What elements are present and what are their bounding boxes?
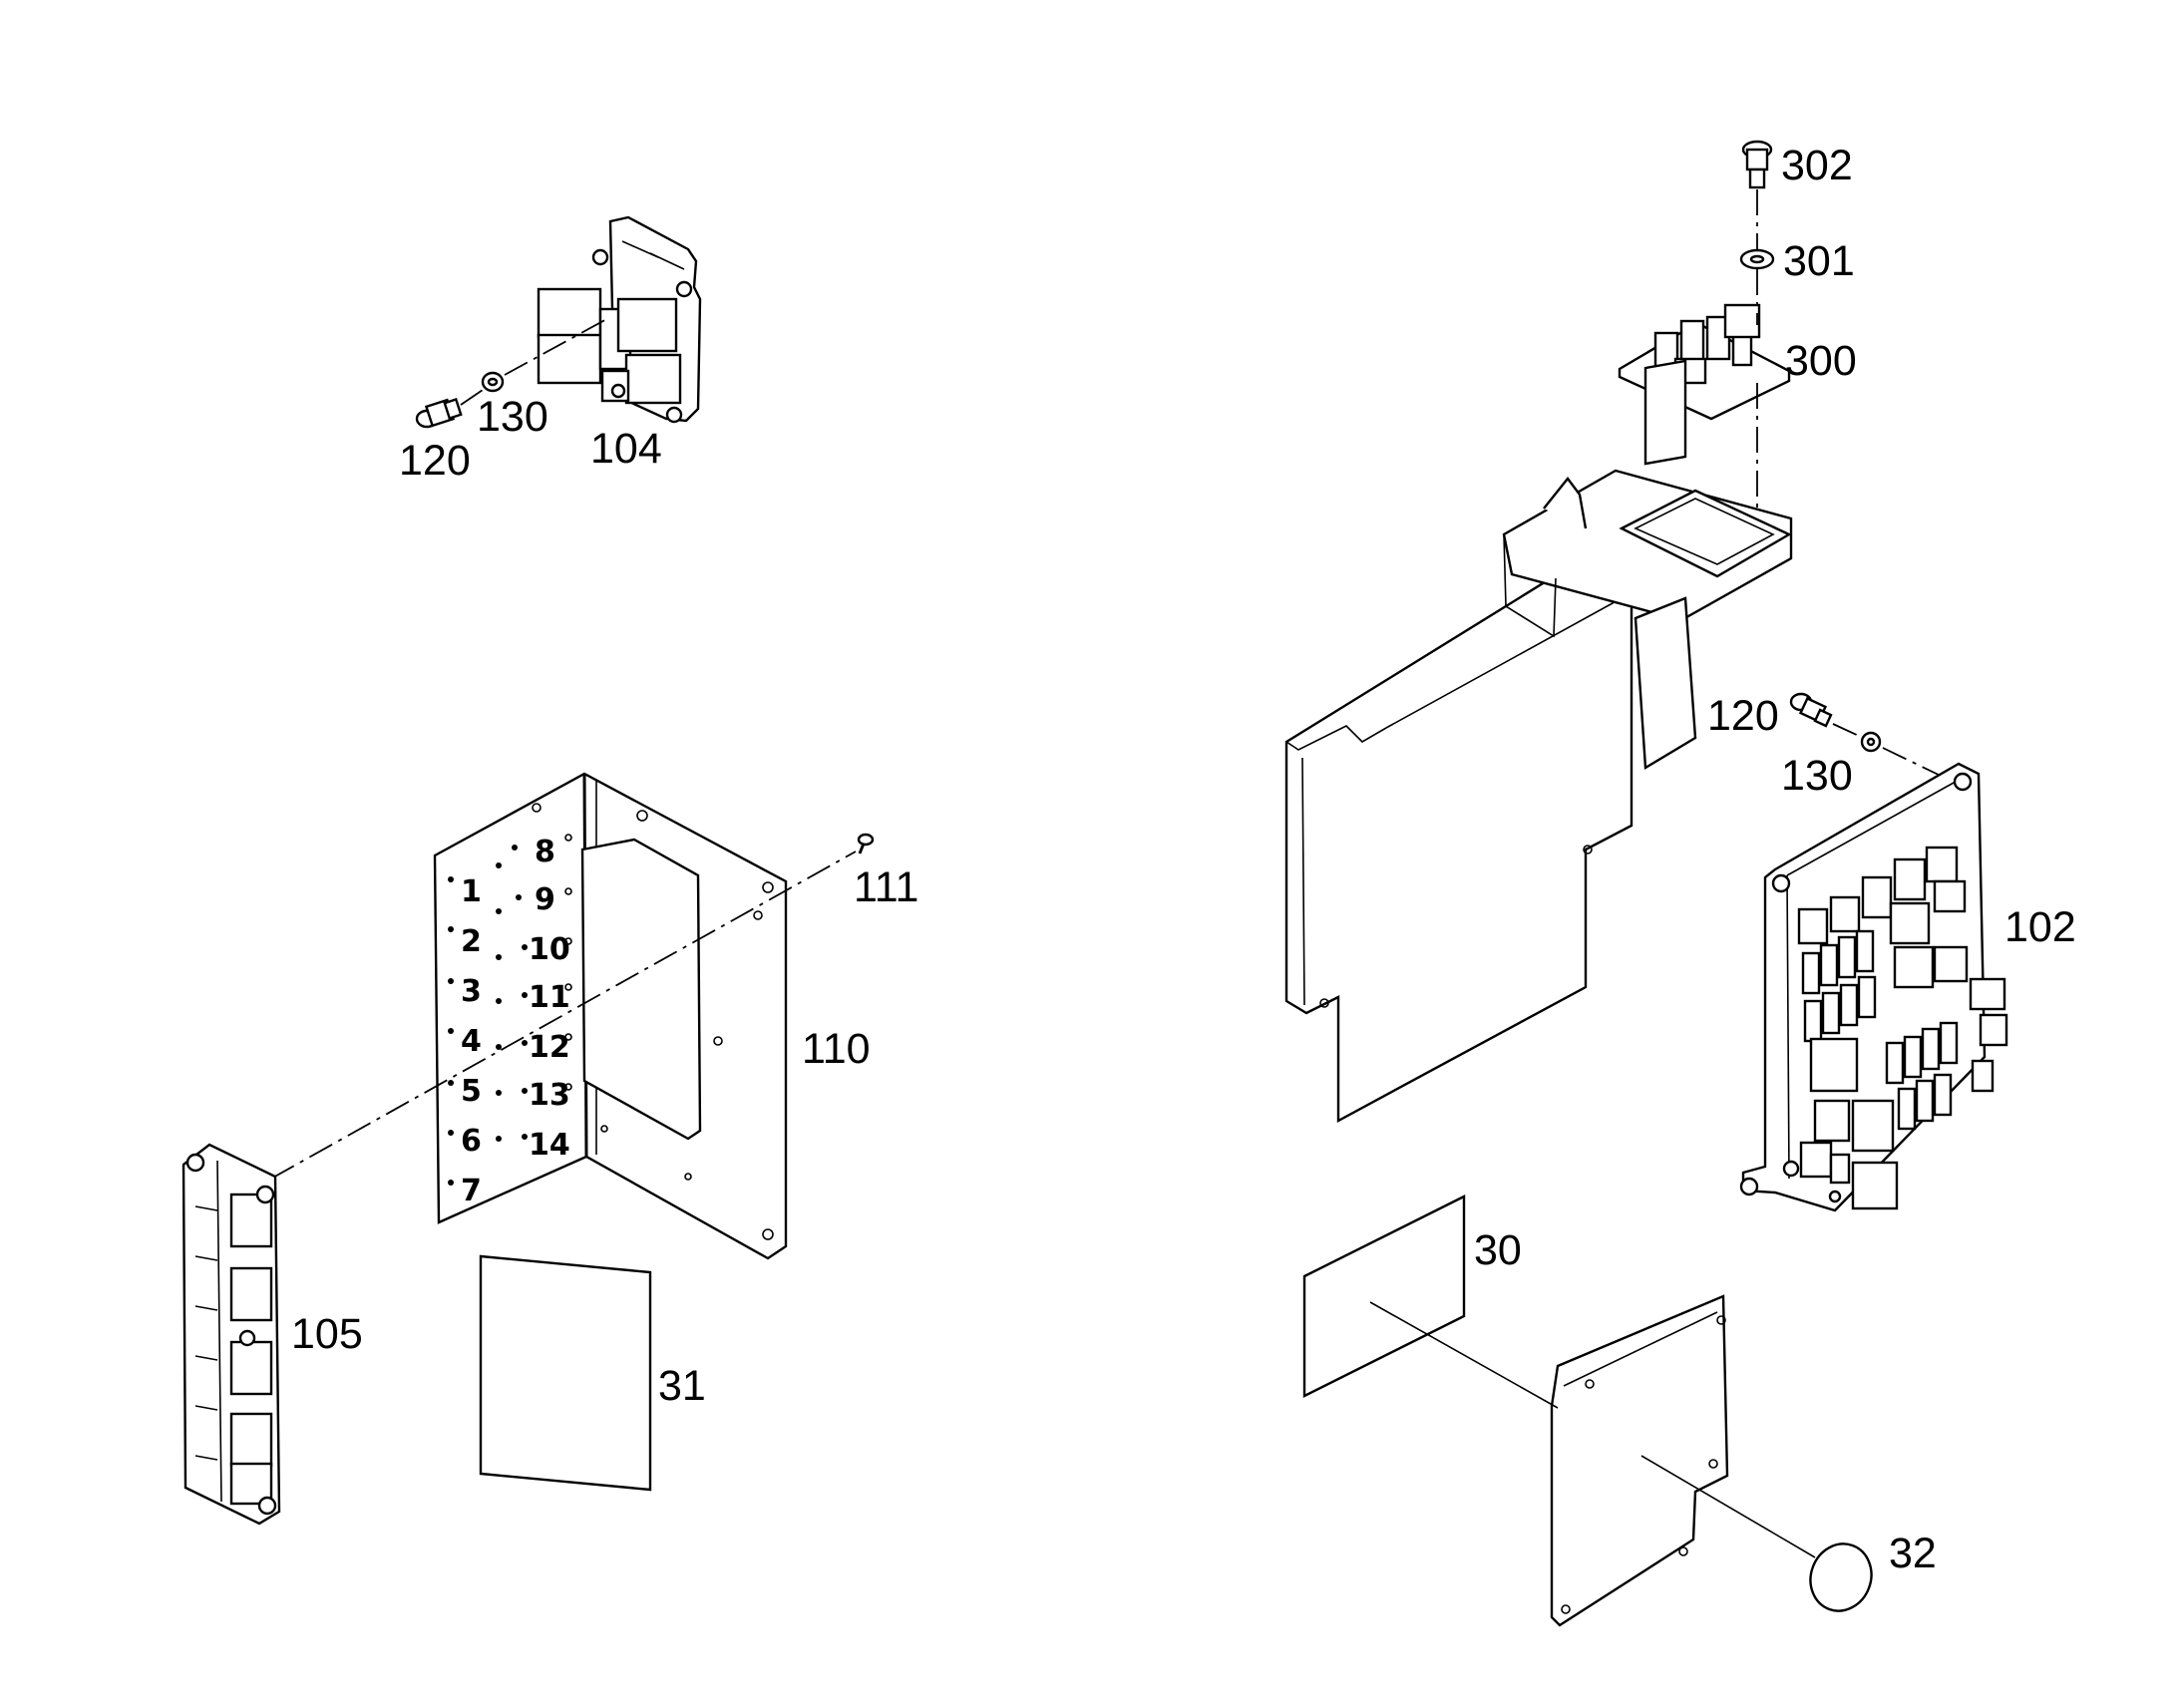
part-301-washer — [1739, 248, 1775, 270]
plate-number-12: 12 — [529, 1030, 570, 1065]
part-housing-cover — [1284, 359, 1793, 1124]
plate-number-9: 9 — [535, 882, 555, 917]
assembly-axis-102 — [1832, 723, 1942, 777]
plate-number-7: 7 — [461, 1174, 482, 1208]
part-120-screw-left — [415, 398, 463, 429]
part-110-mounting-plate: 1 2 3 4 5 6 7 8 9 10 11 12 13 14 — [433, 772, 788, 1260]
part-cover-plate-bottom — [1550, 1294, 1729, 1627]
plate-number-5: 5 — [461, 1074, 482, 1109]
part-120-screw-right — [1789, 692, 1833, 728]
callout-105: 105 — [291, 1310, 363, 1358]
callout-120-right: 120 — [1707, 692, 1779, 740]
callout-130-left: 130 — [477, 393, 548, 441]
callout-102: 102 — [2004, 903, 2076, 951]
assembly-axis-105-111 — [270, 851, 857, 1180]
plate-number-11: 11 — [529, 980, 570, 1015]
plate-number-14: 14 — [529, 1128, 570, 1163]
part-104-relay-module — [537, 215, 702, 424]
leader-line-30 — [1369, 1301, 1559, 1409]
callout-110: 110 — [802, 1025, 871, 1073]
part-130-washer-left — [481, 371, 505, 393]
plate-number-8: 8 — [535, 835, 555, 869]
assembly-axis-104 — [460, 316, 611, 406]
part-102-relay-board — [1739, 762, 2008, 1212]
callout-30: 30 — [1474, 1226, 1522, 1274]
callout-111: 111 — [854, 863, 918, 911]
plate-number-1: 1 — [461, 874, 482, 909]
part-30-label — [1302, 1195, 1466, 1398]
plate-number-6: 6 — [461, 1124, 482, 1159]
part-302-screw — [1741, 140, 1773, 189]
callout-130-right: 130 — [1781, 752, 1853, 800]
callout-32: 32 — [1889, 1530, 1937, 1577]
part-111-screw — [857, 833, 875, 854]
plate-number-2: 2 — [461, 924, 482, 959]
plate-number-10: 10 — [529, 932, 570, 967]
callout-302: 302 — [1781, 142, 1853, 189]
part-130-washer-right — [1860, 731, 1882, 753]
leader-line-32 — [1640, 1455, 1816, 1558]
callout-300: 300 — [1785, 337, 1857, 385]
callout-120-left: 120 — [399, 437, 471, 485]
callout-31: 31 — [658, 1362, 706, 1410]
plate-number-3: 3 — [461, 974, 482, 1009]
part-32-seal-disc — [1809, 1542, 1873, 1612]
plate-number-13: 13 — [529, 1078, 570, 1113]
part-105-fuse-holder-strip — [182, 1143, 281, 1526]
part-31-label — [479, 1254, 652, 1492]
callout-104: 104 — [590, 425, 662, 473]
callout-301: 301 — [1783, 237, 1855, 285]
plate-number-4: 4 — [461, 1024, 482, 1059]
